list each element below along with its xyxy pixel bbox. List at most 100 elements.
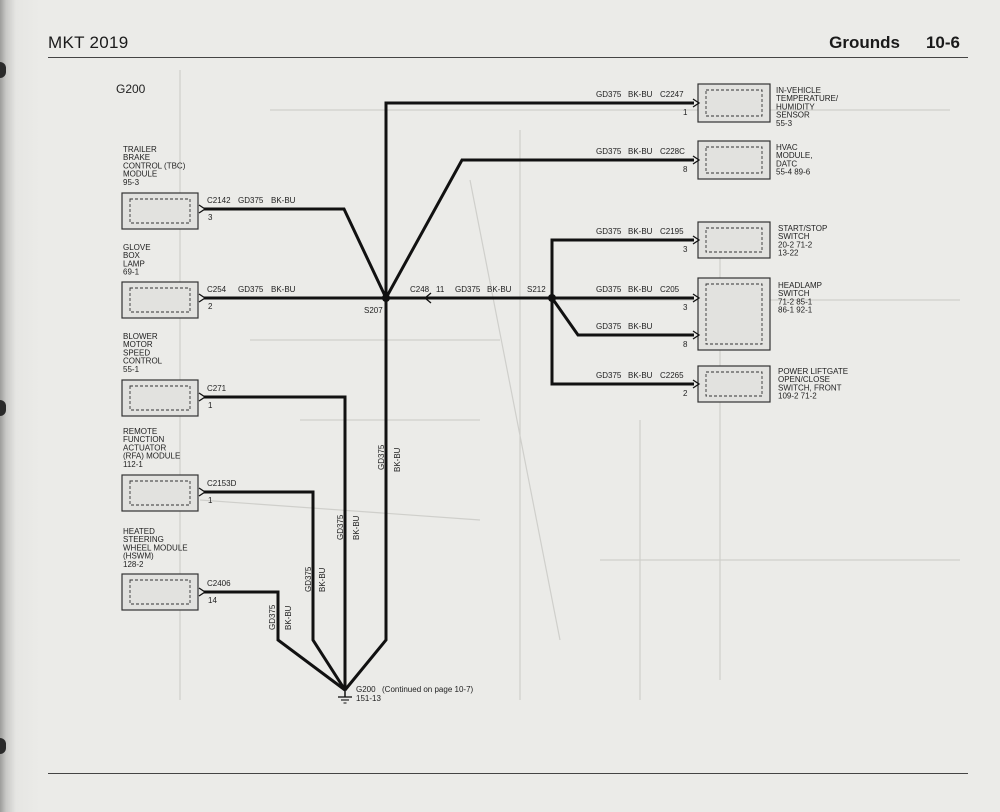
component-name-line: MODULE, bbox=[776, 151, 812, 160]
component-name-line: TEMPERATURE/ bbox=[776, 94, 839, 103]
connector-label: C254 bbox=[207, 285, 227, 294]
component-name-line: 128-2 bbox=[123, 560, 144, 569]
pin-label: 2 bbox=[208, 302, 213, 311]
pin-label: 3 bbox=[683, 303, 688, 312]
connector-arrow bbox=[692, 379, 701, 389]
component-name-line: BOX bbox=[123, 251, 141, 260]
wire-color-label: BK-BU bbox=[271, 196, 296, 205]
component-name-line: SENSOR bbox=[776, 111, 810, 120]
component-box bbox=[121, 474, 199, 512]
connector-label: C2406 bbox=[207, 579, 231, 588]
component-box bbox=[697, 277, 771, 351]
c271-vertical-circuit: GD375 bbox=[336, 514, 345, 540]
wire-color-label: BK-BU bbox=[628, 371, 653, 380]
component-box bbox=[121, 573, 199, 611]
c2153d-vertical-color: BK-BU bbox=[318, 567, 327, 592]
trunk-vertical-color: BK-BU bbox=[393, 447, 402, 472]
component-name-line: 20-2 71-2 bbox=[778, 240, 813, 249]
component-name-line: ACTUATOR bbox=[123, 443, 166, 452]
component-name-line: SWITCH, FRONT bbox=[778, 383, 842, 392]
connector-arrow bbox=[198, 204, 207, 214]
component-name-line: 86-1 92-1 bbox=[778, 306, 813, 315]
connector-arrow bbox=[198, 293, 207, 303]
pin-label: 1 bbox=[208, 401, 213, 410]
pin-label: 1 bbox=[208, 496, 213, 505]
ground-note: (Continued on page 10-7) bbox=[382, 685, 474, 694]
c271-vertical-color: BK-BU bbox=[352, 515, 361, 540]
ground-label: G200 (Continued on page 10-7) 151-13 bbox=[356, 685, 474, 703]
connector-arrow bbox=[692, 293, 701, 303]
component-name-line: SWITCH bbox=[778, 232, 810, 241]
component-right-0: IN-VEHICLETEMPERATURE/HUMIDITYSENSOR55-3… bbox=[596, 83, 839, 128]
component-name-line: POWER LIFTGATE bbox=[778, 367, 848, 376]
pin-label: 1 bbox=[683, 108, 688, 117]
circuit-label: GD375 bbox=[596, 371, 622, 380]
wire-color-label: BK-BU bbox=[628, 285, 653, 294]
connector-arrow bbox=[198, 587, 207, 597]
vehicle-title: MKT 2019 bbox=[48, 33, 129, 52]
component-inner-outline bbox=[705, 283, 763, 345]
connector-label: C2153D bbox=[207, 479, 237, 488]
circuit-label: GD375 bbox=[596, 285, 622, 294]
component-name-line: MOTOR bbox=[123, 340, 153, 349]
connector-label: C2265 bbox=[660, 371, 684, 380]
component-name-line: (RFA) MODULE bbox=[123, 452, 180, 461]
component-name-line: HEADLAMP bbox=[778, 281, 822, 290]
component-name-line: 71-2 85-1 bbox=[778, 297, 813, 306]
component-name-line: BLOWER bbox=[123, 332, 158, 341]
pin-label: 2 bbox=[683, 389, 688, 398]
ground-name: G200 bbox=[356, 685, 376, 694]
c2406-vertical-color: BK-BU bbox=[284, 605, 293, 630]
wire-color-label: BK-BU bbox=[628, 90, 653, 99]
header-rule bbox=[48, 57, 968, 58]
wire-color-label: BK-BU bbox=[628, 227, 653, 236]
component-name-line: GLOVE bbox=[123, 243, 151, 252]
component-inner-outline bbox=[129, 198, 191, 224]
connector-arrow bbox=[692, 98, 701, 108]
diagram-title: G200 bbox=[116, 82, 146, 96]
wire-trunk bbox=[343, 298, 388, 691]
component-name-line: IN-VEHICLE bbox=[776, 86, 821, 95]
circuit-label: GD375 bbox=[596, 147, 622, 156]
component-name-line: STEERING bbox=[123, 535, 164, 544]
component-name-line: HEATED bbox=[123, 527, 155, 536]
component-name-line: 95-3 bbox=[123, 178, 140, 187]
circuit-label: GD375 bbox=[238, 196, 264, 205]
component-name-line: (HSWM) bbox=[123, 552, 154, 561]
component-inner-outline bbox=[129, 385, 191, 411]
right-components: IN-VEHICLETEMPERATURE/HUMIDITYSENSOR55-3… bbox=[596, 83, 848, 403]
pin-label: 14 bbox=[208, 596, 217, 605]
component-name-line: 69-1 bbox=[123, 268, 140, 277]
footer-rule bbox=[48, 773, 968, 774]
component-inner-outline bbox=[705, 89, 763, 117]
wire-c2247 bbox=[384, 101, 694, 298]
trunk-vertical-circuit: GD375 bbox=[377, 444, 386, 470]
component-name-line: HUMIDITY bbox=[776, 102, 815, 111]
connector-arrow bbox=[692, 155, 701, 165]
connector-arrow bbox=[692, 330, 701, 340]
wire-c205-pin8 bbox=[550, 297, 694, 337]
component-name-line: TRAILER bbox=[123, 145, 157, 154]
component-box bbox=[121, 379, 199, 417]
component-inner-outline bbox=[705, 227, 763, 253]
splice-s212-label: S212 bbox=[527, 285, 546, 294]
pin-label: 8 bbox=[683, 340, 688, 349]
component-name-line: 55-1 bbox=[123, 365, 140, 374]
component-name-line: 55-3 bbox=[776, 119, 793, 128]
connector-label: C2195 bbox=[660, 227, 684, 236]
ground-ref: 151-13 bbox=[356, 694, 381, 703]
component-name-line: CONTROL (TBC) bbox=[123, 161, 186, 170]
wire-color-label: BK-BU bbox=[628, 147, 653, 156]
component-name-line: SPEED bbox=[123, 348, 150, 357]
component-name-line: CONTROL bbox=[123, 357, 163, 366]
wires bbox=[204, 101, 694, 692]
wire-c2406 bbox=[204, 590, 346, 692]
